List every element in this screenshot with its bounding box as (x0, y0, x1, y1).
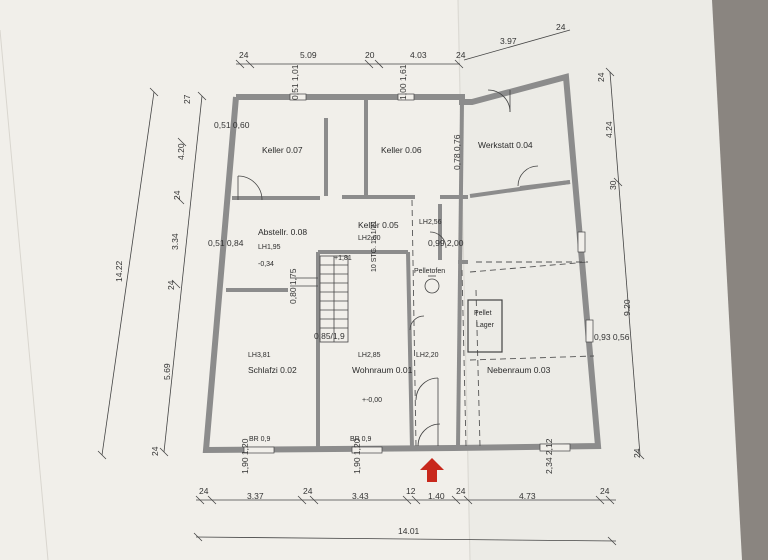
room-werkstatt: Werkstatt 0.04 (478, 140, 533, 150)
wohnraum-level: +-0,00 (362, 397, 382, 404)
windows (243, 93, 594, 454)
opening-note-6: 0,99 2,00 (428, 238, 464, 248)
bottom-dim-2: 3.37 (247, 491, 264, 501)
top-dim-7: 24 (556, 22, 566, 32)
opening-note-3: 0,80 1,75 (288, 268, 298, 304)
top-dim-2: 5.09 (300, 50, 317, 60)
keller-05-height: LH2,00 (358, 235, 381, 242)
total-width: 14.01 (398, 526, 420, 536)
left-dim-4: 3.34 (170, 233, 180, 250)
left-dim-3: 24 (172, 190, 182, 200)
room-height-220: LH2,20 (416, 352, 439, 359)
opening-note-10: 2,34 2,12 (544, 438, 554, 474)
opening-note-8: 1,90 1,20 (240, 438, 250, 474)
wohnraum-height: LH2,85 (358, 352, 381, 359)
left-total-height: 14.22 (114, 260, 124, 282)
paper-right-sheet (458, 0, 742, 560)
top-dim-3: 20 (365, 50, 375, 60)
bottom-dim-5: 12 (406, 486, 416, 496)
pelletofen-label: Pelletofen (414, 268, 445, 275)
schlafzimmer-height: LH3,81 (248, 352, 271, 359)
right-dim-3: 30 (608, 180, 618, 190)
left-dim-6: 5.69 (162, 363, 172, 380)
bottom-dim-4: 3.43 (352, 491, 369, 501)
opening-note-12: 1,00 1,61 (398, 64, 408, 100)
top-dim-4: 4.03 (410, 50, 427, 60)
pellet-label: Pellet (474, 310, 492, 317)
left-dim-7: 24 (150, 446, 160, 456)
stair-label: 10 STG. 18,1/21 (371, 221, 378, 272)
bottom-dim-6: 1.40 (428, 491, 445, 501)
abstellraum-level: -0,34 (258, 261, 274, 268)
door-swings (237, 89, 539, 447)
room-wohnraum: Wohnraum 0.01 (352, 365, 413, 375)
room-height-256: LH2,56 (419, 219, 442, 226)
abstellraum-height: LH1,95 (258, 244, 281, 251)
room-keller-07: Keller 0.07 (262, 145, 303, 155)
left-dim-1: 27 (182, 94, 192, 104)
top-dim-5: 24 (456, 50, 466, 60)
bottom-dim-1: 24 (199, 486, 209, 496)
opening-note-2: 0,51 0,84 (208, 238, 244, 248)
opening-note-7: 0,93 0,56 (594, 332, 630, 342)
opening-note-1: 0,51 0,60 (214, 120, 250, 130)
dimension-lines (97, 29, 645, 546)
inner-walls (226, 100, 571, 449)
room-schlafzimmer: Schlafzi 0.02 (248, 365, 297, 375)
right-dim-2: 4.24 (604, 121, 614, 138)
bottom-dim-9: 24 (600, 486, 610, 496)
opening-note-4: 0,85/1,9 (314, 331, 345, 341)
pellet-storage-box (467, 299, 503, 353)
entrance-arrow-icon (420, 458, 444, 482)
paper-fold (457, 0, 471, 560)
room-abstellraum: Abstellr. 0.08 (258, 227, 307, 237)
stairs (290, 255, 349, 343)
stair-top-level: +1,81 (334, 255, 352, 262)
room-nebenraum: Nebenraum 0.03 (487, 365, 551, 375)
room-keller-06: Keller 0.06 (381, 145, 422, 155)
right-dim-1: 24 (596, 72, 606, 82)
window-br-1: BR 0,9 (249, 436, 271, 443)
lager-label: Lager (476, 322, 495, 329)
walls (202, 73, 602, 454)
paper-left-edge (0, 29, 49, 560)
left-dim-5: 24 (166, 280, 176, 290)
room-keller-05: Keller 0.05 (358, 220, 399, 230)
top-dim-1: 24 (239, 50, 249, 60)
dashed-lines (411, 199, 595, 447)
opening-note-9: 1,90 1,20 (352, 438, 362, 474)
opening-note-11: 0,51 1,01 (290, 64, 300, 100)
right-dim-4: 9.20 (622, 299, 632, 316)
opening-note-5: 0,78 0,76 (452, 134, 462, 170)
bottom-dim-7: 24 (456, 486, 466, 496)
window-br-2: BR 0,9 (350, 436, 372, 443)
bottom-dim-3: 24 (303, 486, 313, 496)
bottom-dim-8: 4.73 (519, 491, 536, 501)
left-dim-2: 4.20 (176, 143, 186, 160)
right-dim-5: 24 (632, 448, 642, 458)
top-dim-6: 3.97 (500, 36, 517, 46)
